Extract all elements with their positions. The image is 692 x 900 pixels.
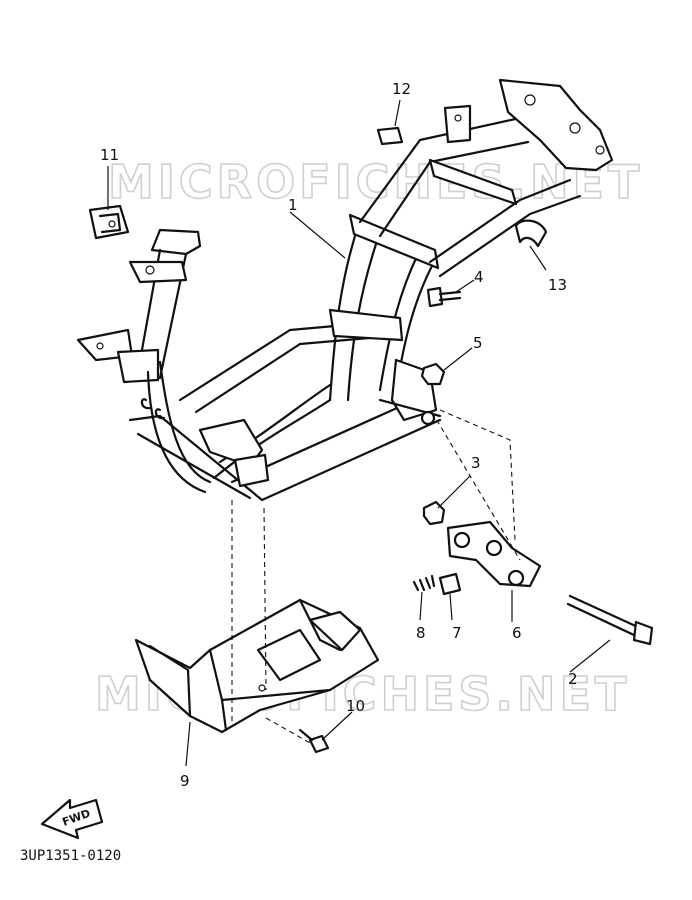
callout-11: 11 (100, 146, 119, 164)
part-code: 3UP1351-0120 (20, 848, 122, 864)
part-12-pad (376, 126, 404, 146)
callout-13: 13 (548, 276, 567, 294)
callout-10: 10 (346, 697, 365, 715)
callout-4: 4 (474, 268, 484, 286)
forward-arrow-icon: FWD (40, 798, 104, 840)
callout-6: 6 (512, 624, 522, 642)
lower-cover (134, 598, 380, 734)
part-5-nut (420, 362, 446, 386)
part-13-rubber (514, 219, 548, 248)
watermark-top: MICROFICHES.NET (108, 155, 643, 209)
main-frame (76, 78, 614, 502)
part-2-long-bolt (566, 594, 654, 646)
part-8-spring (412, 574, 436, 592)
callout-9: 9 (180, 772, 190, 790)
callout-2: 2 (568, 670, 578, 688)
callout-3: 3 (471, 454, 481, 472)
callout-12: 12 (392, 80, 411, 98)
leader-lines (107, 99, 611, 767)
callout-8: 8 (416, 624, 426, 642)
part-10-bolt (298, 728, 330, 754)
part-7-bushing (438, 572, 462, 596)
part-4-bolt (426, 286, 462, 308)
part-11-bracket (88, 204, 130, 240)
callout-7: 7 (452, 624, 462, 642)
part-6-engine-bracket (446, 520, 542, 588)
callout-5: 5 (473, 334, 483, 352)
callout-1: 1 (288, 196, 298, 214)
